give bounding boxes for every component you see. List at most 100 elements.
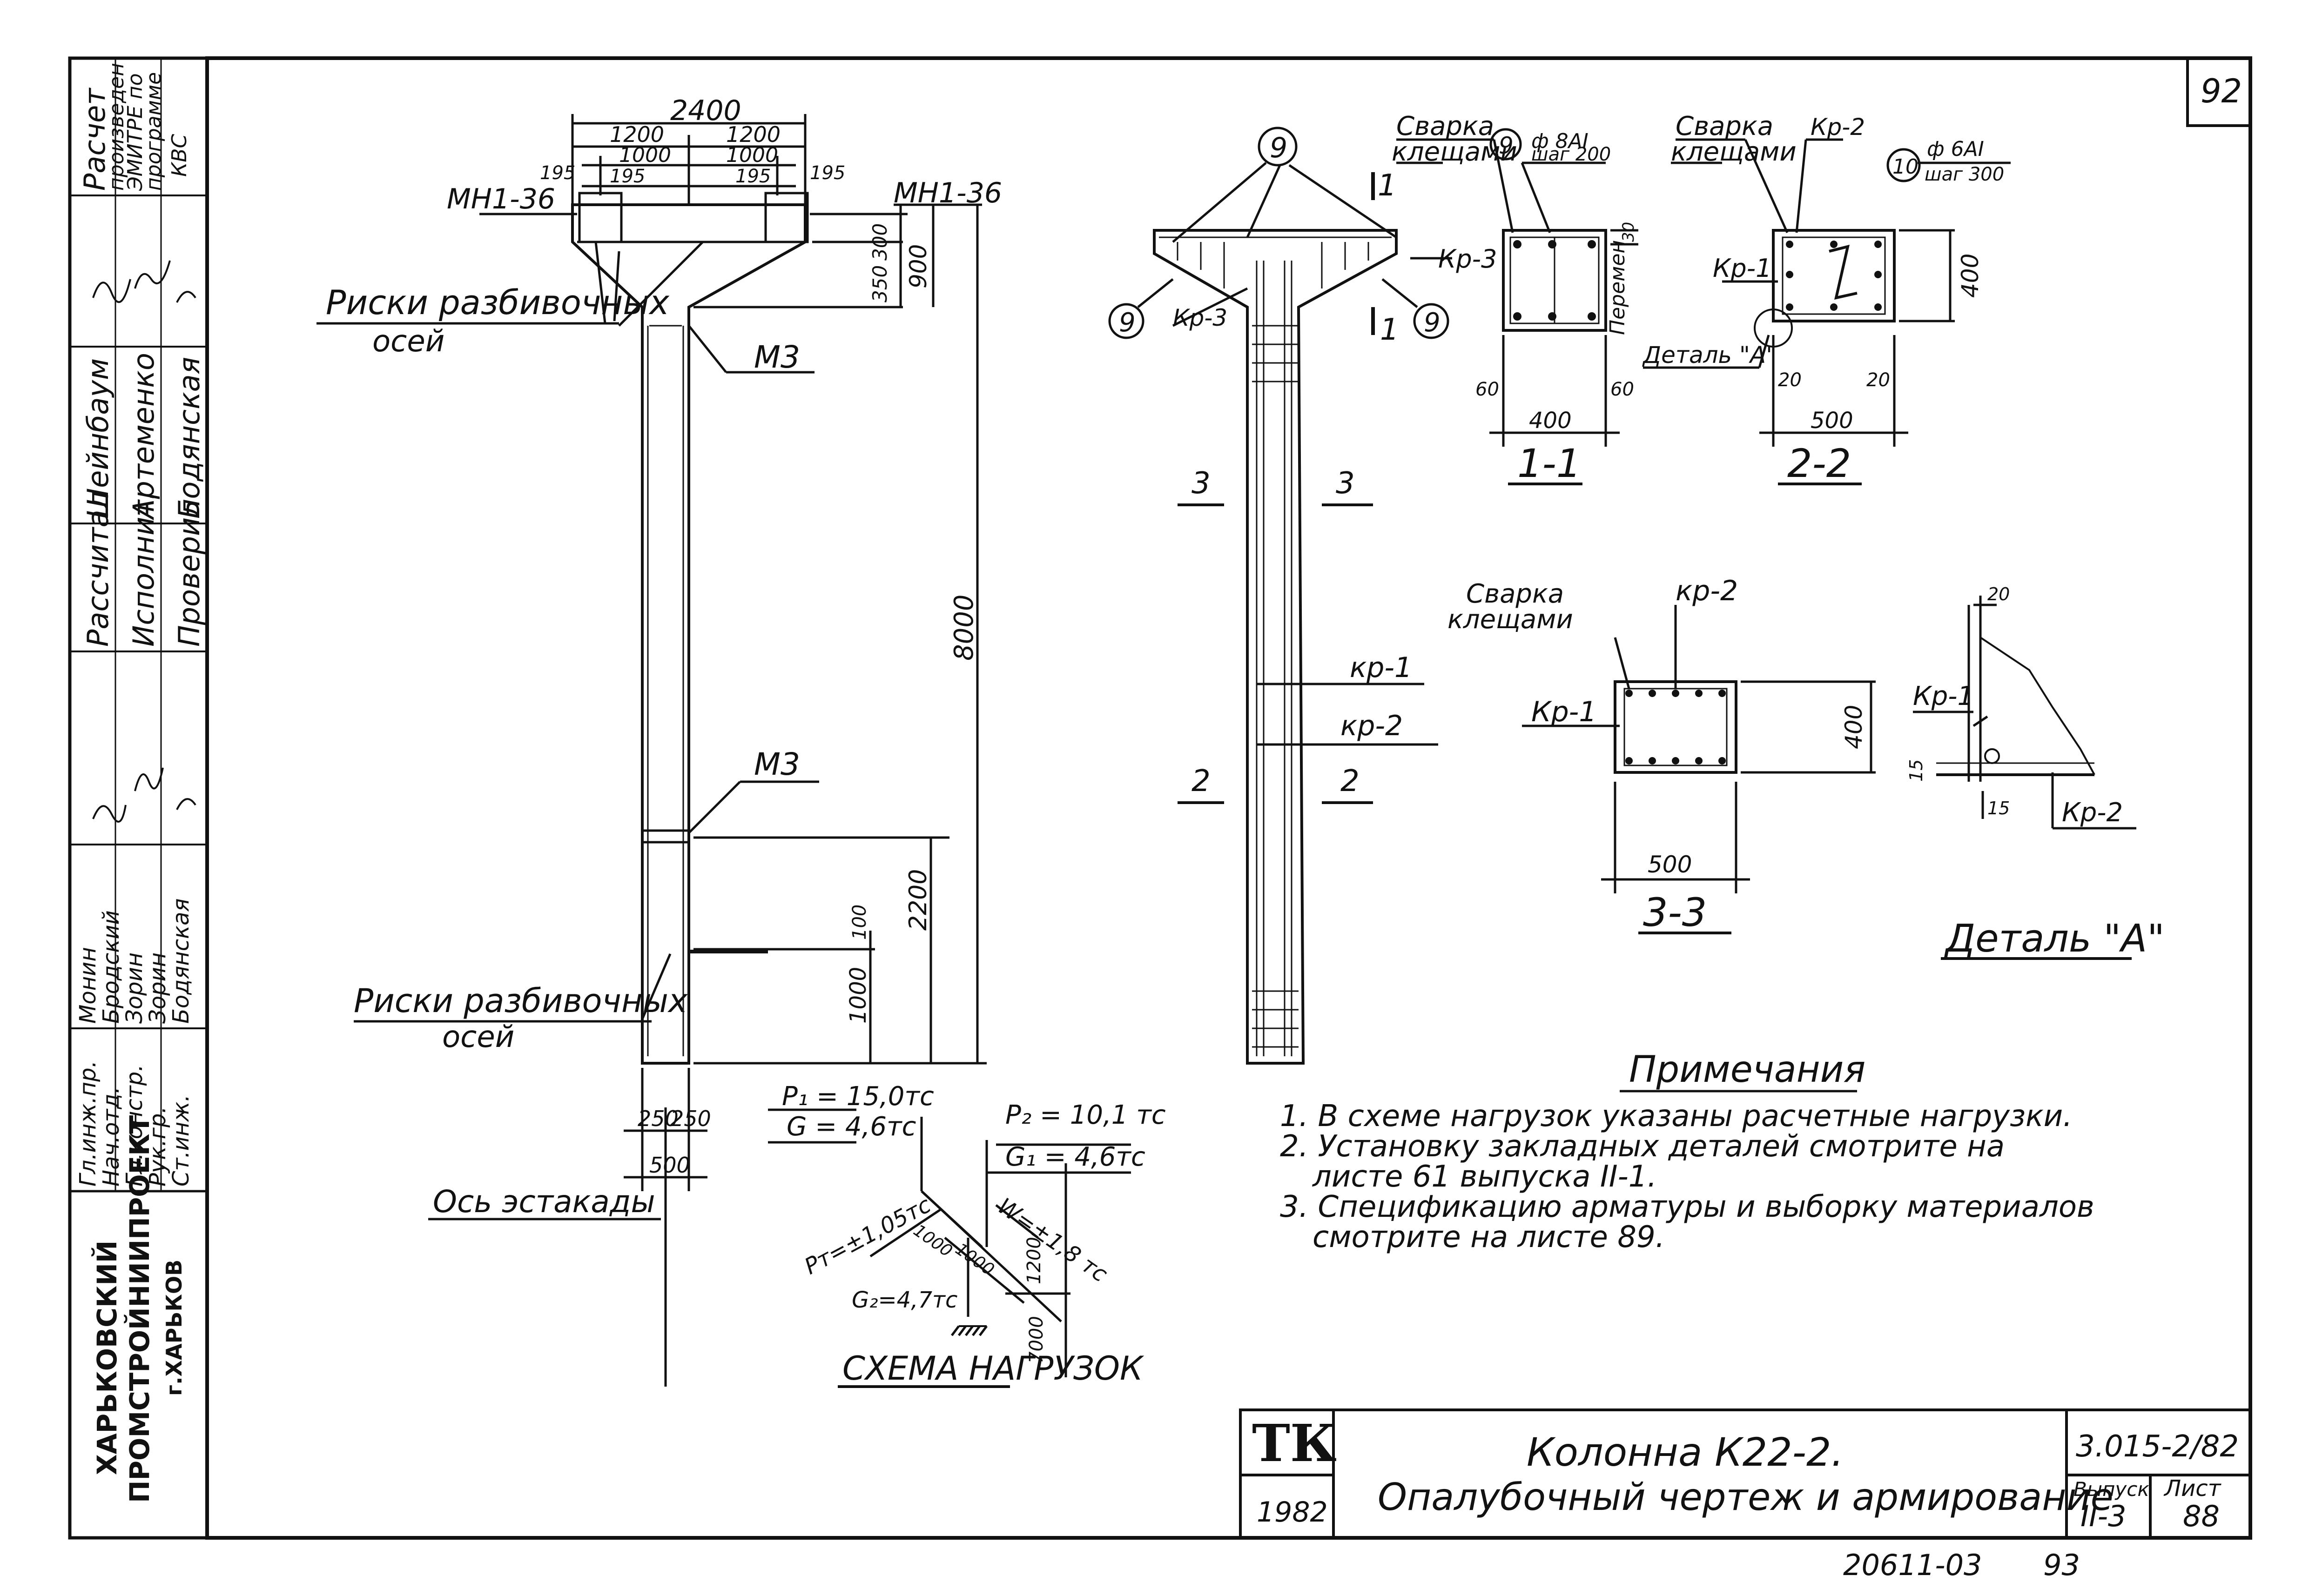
load-g2: G₂=4,7тс <box>852 1287 957 1313</box>
calc-note-2: произведен <box>105 63 128 191</box>
s11-kp3: Кр-3 <box>1438 244 1497 274</box>
axes-marks-bottom-2: осей <box>442 1020 514 1054</box>
sheet-label: Лист <box>2163 1475 2222 1502</box>
s33-weld-1: Сварка <box>1466 579 1564 609</box>
calc-note-4: программе <box>142 72 166 191</box>
name-bodyanskaya-1: Бодянская <box>172 357 206 519</box>
note-3b: смотрите на листе 89. <box>1313 1220 1665 1254</box>
s11-step: шаг 200 <box>1531 144 1611 165</box>
dim-250-right: 250 <box>670 1106 711 1131</box>
dim-195-c: 195 <box>735 166 771 187</box>
calc-note-3: ЭМИТРЕ по <box>123 74 147 191</box>
issue-label: Выпуск <box>2073 1478 2149 1501</box>
section-mark-1-bottom: 1 <box>1380 313 1399 347</box>
m3-top: М3 <box>754 339 800 375</box>
section-3-3 <box>1522 605 1876 934</box>
s11-weld-2: клещами <box>1392 137 1517 167</box>
formwork-drawing <box>316 114 987 1387</box>
detail-kp1: Кр-1 <box>1913 681 1974 711</box>
s11-weld-1: Сварка <box>1396 111 1494 141</box>
dim-100: 100 <box>849 905 870 940</box>
note-3: 3. Спецификацию арматуры и выборку матер… <box>1280 1190 2094 1224</box>
section-mark-2-left: 2 <box>1192 764 1211 798</box>
detail-a <box>1913 596 2136 960</box>
dim-2400: 2400 <box>670 94 741 127</box>
note-2b: листе 61 выпуска II-1. <box>1312 1160 1657 1194</box>
s33-kp2: кр-2 <box>1676 575 1738 607</box>
load-dim-1000-a: 1000 <box>910 1221 956 1261</box>
org-name-2: ПРОМСТРОЙНИИПРОЕКТ <box>123 1115 155 1503</box>
s11-dim-400: 400 <box>1529 408 1572 434</box>
load-g1: G₁ = 4,6тс <box>1005 1142 1145 1172</box>
role-calc: Рассчитал <box>81 491 115 647</box>
section-2-2 <box>1643 138 2011 485</box>
trestle-axis-label: Ось эстакады <box>433 1184 655 1220</box>
signatures <box>92 260 196 823</box>
s33-dim-500: 500 <box>1648 851 1692 878</box>
s22-weld-1: Сварка <box>1676 111 1773 141</box>
s22-kp1: Кр-1 <box>1713 254 1771 283</box>
kp2-elevation: кр-2 <box>1340 710 1403 742</box>
dim-2200: 2200 <box>904 869 932 931</box>
detail-a-title: Деталь "А" <box>1944 917 2165 961</box>
detail-dim-20: 20 <box>1987 584 2010 604</box>
section-mark-3-left: 3 <box>1192 466 1211 501</box>
calc-note-1: Расчет <box>78 87 112 191</box>
bottom-code: 20611-03 <box>1843 1548 1982 1582</box>
notes-title: Примечания <box>1629 1049 1865 1091</box>
s22-dim-400: 400 <box>1957 254 1984 298</box>
dim-1200-right: 1200 <box>726 122 781 147</box>
page-number: 92 <box>2201 72 2242 110</box>
s11-bubble-num: 9 <box>1499 132 1514 159</box>
axes-marks-top-2: осей <box>372 324 444 359</box>
dim-1000-left: 1000 <box>619 143 671 167</box>
embedded-left-label: МН1-36 <box>447 183 555 215</box>
s22-weld-2: клещами <box>1671 137 1797 167</box>
page-number-box <box>2186 57 2252 127</box>
dim-1000: 1000 <box>845 967 871 1024</box>
load-dim-1200: 1200 <box>1023 1237 1045 1284</box>
dim-195-a: 195 <box>540 162 575 184</box>
role-exec: Исполнит. <box>127 491 161 647</box>
s11-bar: ф 8АI <box>1531 129 1589 153</box>
org-name-1: ХАРЬКОВСКИЙ <box>91 1241 123 1475</box>
dim-250-left: 250 <box>638 1106 679 1131</box>
role-chief-constr: Гл.констр. <box>121 1065 148 1187</box>
embedded-right-label: МН1-36 <box>894 177 1002 209</box>
s22-bar: ф 6АI <box>1927 137 1984 161</box>
bubble-9-top: 9 <box>1270 132 1287 164</box>
s11-dim-60-left: 60 <box>1475 379 1499 400</box>
title-line-2: Опалубочный чертеж и армирование <box>1378 1475 2114 1519</box>
dim-195-d: 195 <box>810 162 845 184</box>
s22-kp2: Кр-2 <box>1811 114 1865 141</box>
name-monin: Монин <box>75 947 101 1024</box>
s11-var: Перемен <box>1606 240 1629 335</box>
bottom-page: 93 <box>2043 1548 2080 1582</box>
dim-900: 900 <box>905 244 932 288</box>
issue-value: II-3 <box>2080 1499 2126 1533</box>
name-artemenko: Артеменко <box>127 353 161 521</box>
dim-1000-right: 1000 <box>726 143 778 167</box>
load-scheme-title: СХЕМА НАГРУЗОК <box>842 1349 1144 1388</box>
title-line-1: Колонна К22-2. <box>1527 1429 1844 1475</box>
name-sheinbaum: Шейнбаум <box>81 358 115 519</box>
section-mark-1-top: 1 <box>1378 168 1397 203</box>
load-dim-1000-b: 1000 <box>952 1240 998 1280</box>
s11-bubble <box>1489 128 1522 161</box>
dim-300: 300 <box>868 223 891 261</box>
load-dim-7000: 7000 <box>1026 1316 1047 1363</box>
dim-1200-left: 1200 <box>610 122 664 147</box>
sheet-value: 88 <box>2183 1499 2220 1533</box>
title-code: 3.015-2/82 <box>2076 1429 2239 1464</box>
s22-dim-20-left: 20 <box>1778 369 1802 391</box>
kp1-elevation: кр-1 <box>1350 651 1412 684</box>
outer-frame <box>205 56 2252 1540</box>
detail-dim-15-left: 15 <box>1906 759 1926 782</box>
s22-step: шаг 300 <box>1925 164 2004 185</box>
s22-dim-500: 500 <box>1811 408 1853 434</box>
role-check: Проверил <box>172 499 206 647</box>
bubble-9-right: 9 <box>1424 308 1441 338</box>
name-zorin-1: Зорин <box>121 952 148 1024</box>
s22-bubble-num: 10 <box>1892 155 1919 179</box>
